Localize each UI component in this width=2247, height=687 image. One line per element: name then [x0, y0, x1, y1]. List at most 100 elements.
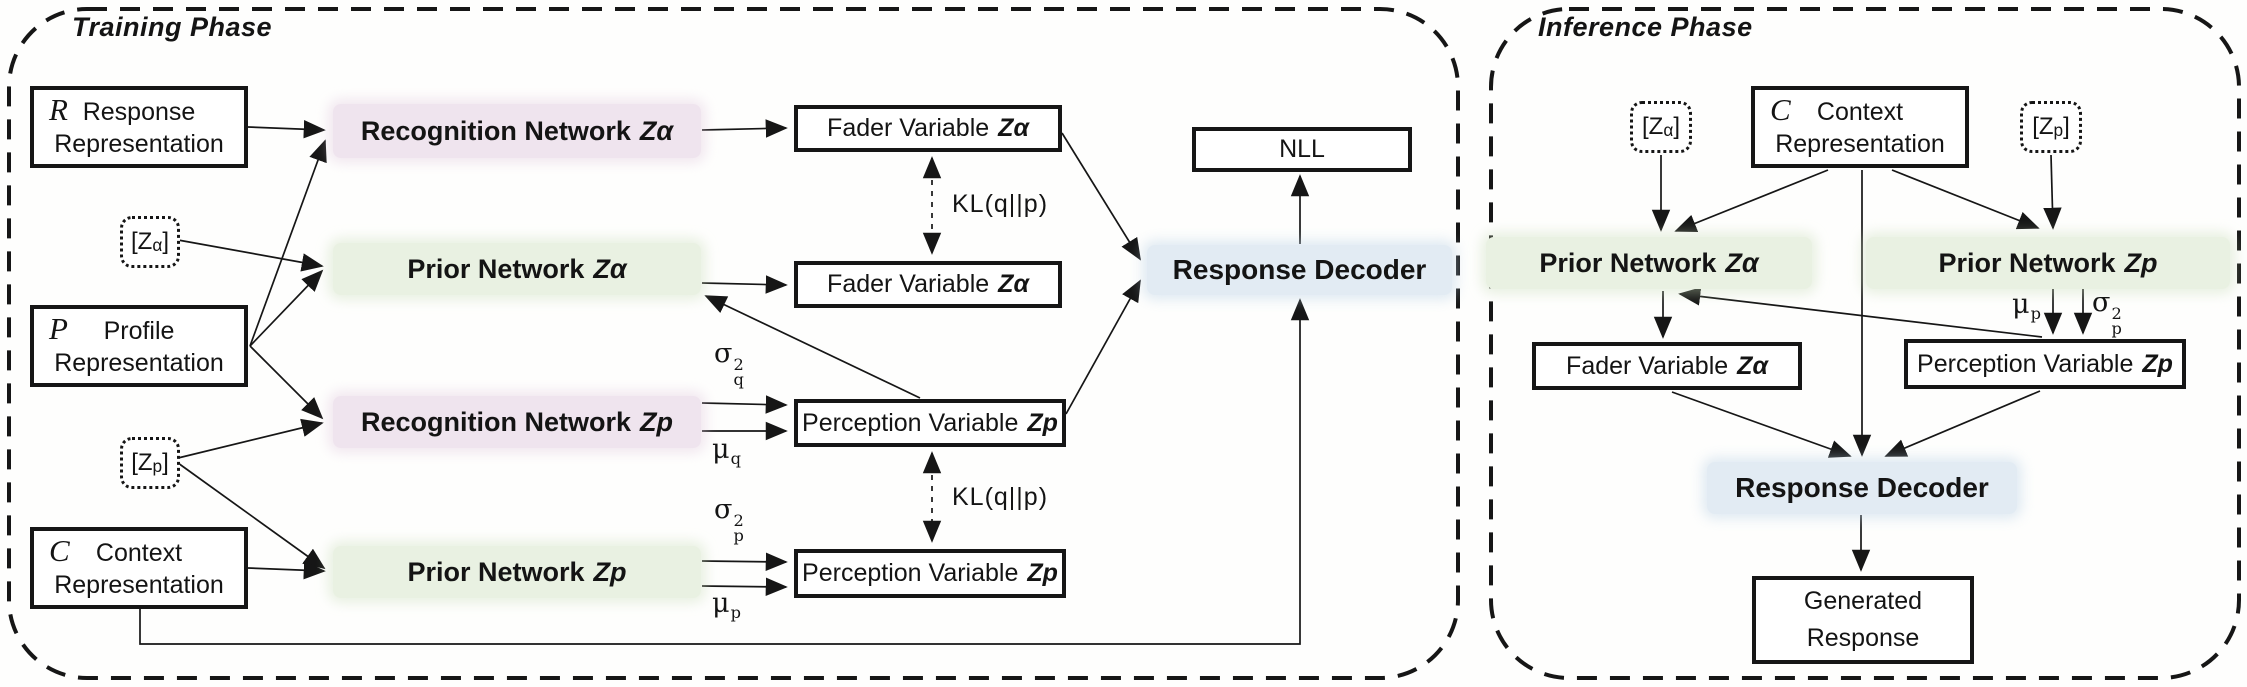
inference-phase-border: [1489, 7, 2241, 680]
generated-response-line1: Generated: [1803, 586, 1923, 615]
prior-network-zp-label: Prior Network: [407, 556, 585, 587]
fader-variable-recognition-box: Fader Variable Zα: [794, 105, 1062, 152]
connector-recognition-za-to-fader: [701, 119, 788, 138]
inf-context-representation-box: C Context Representation: [1751, 86, 1969, 168]
connector-profile-to-prior-za: [249, 269, 324, 347]
context-symbol: C: [49, 532, 70, 568]
recognition-network-zp-var: Zp: [640, 406, 673, 437]
connector-profile-to-recognition-za: [249, 139, 327, 347]
fader-variable-label: Fader Variable: [827, 114, 990, 143]
connector-inf-fader-to-decoder: [1671, 391, 1852, 458]
recognition-network-zp-label: Recognition Network: [360, 406, 631, 437]
perception-variable-label: Perception Variable: [802, 408, 1019, 437]
mu-p-label: μp: [712, 588, 741, 622]
response-symbol: R: [49, 91, 68, 127]
training-phase-border: [7, 7, 1460, 680]
latent-token-zp-box: [Zp]: [120, 437, 180, 489]
inf-prior-network-za-var: Zα: [1725, 247, 1759, 278]
prior-network-za-label: Prior Network: [407, 253, 585, 284]
inf-mu-p-label: μp: [2012, 289, 2041, 323]
perception-variable-prior-box: Perception Variable Zp: [794, 549, 1066, 598]
inf-context-representation-line1: C Context: [1755, 92, 1965, 129]
inf-context-symbol: C: [1770, 91, 1791, 127]
inf-fader-variable-var: Zα: [1737, 351, 1768, 380]
nll-box: NLL: [1192, 127, 1412, 172]
connector-sigma-q: [701, 395, 788, 414]
connector-token-zp-to-prior-zp: [177, 462, 326, 570]
connector-inf-perception-to-prior-za: [1678, 287, 2043, 338]
connector-sigma-p: [701, 552, 788, 571]
inf-context-representation-line2: Representation: [1775, 130, 1945, 158]
prior-network-zp-var: Zp: [593, 556, 627, 587]
recognition-network-za-label: Recognition Network: [360, 115, 631, 146]
connector-context-to-prior-zp: [247, 560, 326, 580]
perception-variable-recognition-box: Perception Variable Zp: [794, 399, 1066, 447]
mu-q-label: μq: [712, 434, 741, 468]
inf-latent-token-zp-box: [Zp]: [2020, 101, 2082, 153]
inf-latent-token-za-box: [Zα]: [1630, 101, 1692, 153]
profile-representation-box: P Profile Representation: [30, 305, 248, 387]
inf-token-za-label: [Zα]: [1642, 112, 1680, 141]
profile-symbol: P: [49, 310, 68, 346]
inf-token-zp-label: [Zp]: [2032, 112, 2070, 141]
connector-token-za-to-prior-za: [177, 239, 324, 272]
kl-divergence-label-perception: KL(q||p): [952, 483, 1049, 511]
inf-fader-variable-box: Fader Variable Zα: [1532, 342, 1802, 390]
connector-inf-token-zp-to-prior-zp: [2043, 154, 2062, 230]
profile-word: Profile: [103, 316, 175, 345]
generated-response-box: Generated Response: [1752, 576, 1974, 664]
connector-perception-to-prior-za: [704, 295, 921, 399]
inf-prior-network-zp-label: Prior Network: [1938, 247, 2116, 278]
inf-context-word: Context: [1816, 97, 1904, 126]
response-word: Response: [82, 97, 196, 126]
context-representation-line1: C Context: [34, 533, 244, 570]
profile-representation-line1: P Profile: [34, 311, 244, 348]
recognition-network-zp-box: Recognition Network Zp: [333, 396, 701, 448]
perception-variable-var: Zp: [1027, 559, 1058, 588]
connector-inf-perception-to-decoder: [1884, 390, 2041, 457]
connector-mu-p: [701, 577, 788, 596]
inf-response-decoder-box: Response Decoder: [1707, 462, 2017, 514]
prior-network-za-box: Prior Network Zα: [333, 243, 701, 295]
fader-variable-label: Fader Variable: [827, 270, 990, 299]
recognition-network-za-var: Zα: [639, 115, 674, 146]
response-representation-box: R Response Representation: [30, 86, 248, 168]
token-zp-label: [Zp]: [131, 448, 169, 477]
generated-response-line2: Response: [1806, 624, 1920, 652]
connector-prior-za-to-fader: [701, 275, 788, 294]
connector-context-skip-to-decoder: [139, 298, 1310, 645]
connector-perception-to-decoder: [1065, 279, 1141, 415]
connector-profile-to-recognition-zp: [249, 345, 324, 420]
perception-variable-label: Perception Variable: [802, 559, 1019, 588]
fader-variable-prior-box: Fader Variable Zα: [794, 261, 1062, 308]
fader-variable-var: Zα: [998, 270, 1029, 299]
inf-prior-network-za-box: Prior Network Zα: [1486, 237, 1812, 289]
perception-variable-var: Zp: [1027, 408, 1058, 437]
training-phase-title: Training Phase: [72, 12, 273, 42]
inf-prior-network-za-label: Prior Network: [1539, 247, 1717, 278]
connector-token-zp-to-recognition-zp: [177, 418, 324, 459]
prior-network-za-var: Zα: [593, 253, 627, 284]
connector-fader-to-decoder: [1061, 132, 1141, 261]
inf-fader-variable-label: Fader Variable: [1566, 351, 1729, 380]
connector-inf-context-to-prior-za: [1674, 169, 1829, 233]
latent-token-za-box: [Zα]: [120, 216, 180, 268]
inf-perception-variable-label: Perception Variable: [1917, 349, 2134, 378]
fader-variable-var: Zα: [998, 114, 1029, 143]
response-representation-line1: R Response: [34, 92, 244, 129]
inf-prior-network-zp-var: Zp: [2124, 247, 2158, 278]
connector-response-to-recognition-za: [247, 119, 326, 139]
token-za-label: [Zα]: [131, 227, 169, 256]
recognition-network-za-box: Recognition Network Zα: [333, 104, 701, 158]
profile-representation-line2: Representation: [54, 349, 224, 377]
inference-phase-title: Inference Phase: [1538, 12, 1753, 42]
context-representation-box: C Context Representation: [30, 527, 248, 609]
connector-inf-context-to-prior-zp: [1891, 169, 2040, 230]
prior-network-zp-box: Prior Network Zp: [333, 546, 701, 598]
